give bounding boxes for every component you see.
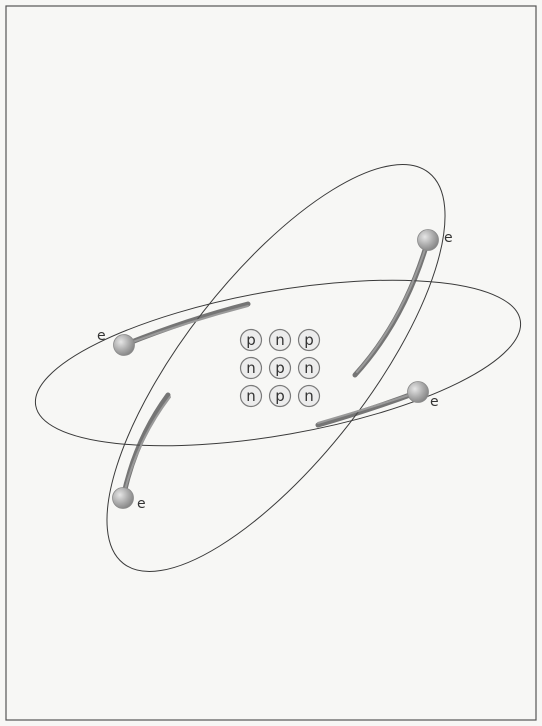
electron-trail [124,306,248,345]
electron-label: e [97,328,106,344]
electron-label: e [430,394,439,410]
electron-trail [357,240,428,372]
electron-trail [355,240,428,375]
electron-label: e [444,230,453,246]
nucleon-label: n [246,359,256,377]
nucleon-label: p [275,387,285,405]
nucleon-label: p [275,359,285,377]
nucleon-label: n [304,387,314,405]
nucleon-label: p [246,331,256,349]
electron-trail [318,392,418,423]
electron-trail [123,397,170,498]
nucleon-label: n [246,387,256,405]
atom-diagram: e e e e p n p n p n n p n [5,5,537,721]
electron [114,335,135,356]
electron [113,488,134,509]
electron [408,382,429,403]
nucleon-label: n [304,359,314,377]
nucleon-label: p [304,331,314,349]
electron-label: e [137,496,146,512]
electron [418,230,439,251]
nucleus: p n p n p n n p n [241,330,320,407]
nucleon-label: n [275,331,285,349]
